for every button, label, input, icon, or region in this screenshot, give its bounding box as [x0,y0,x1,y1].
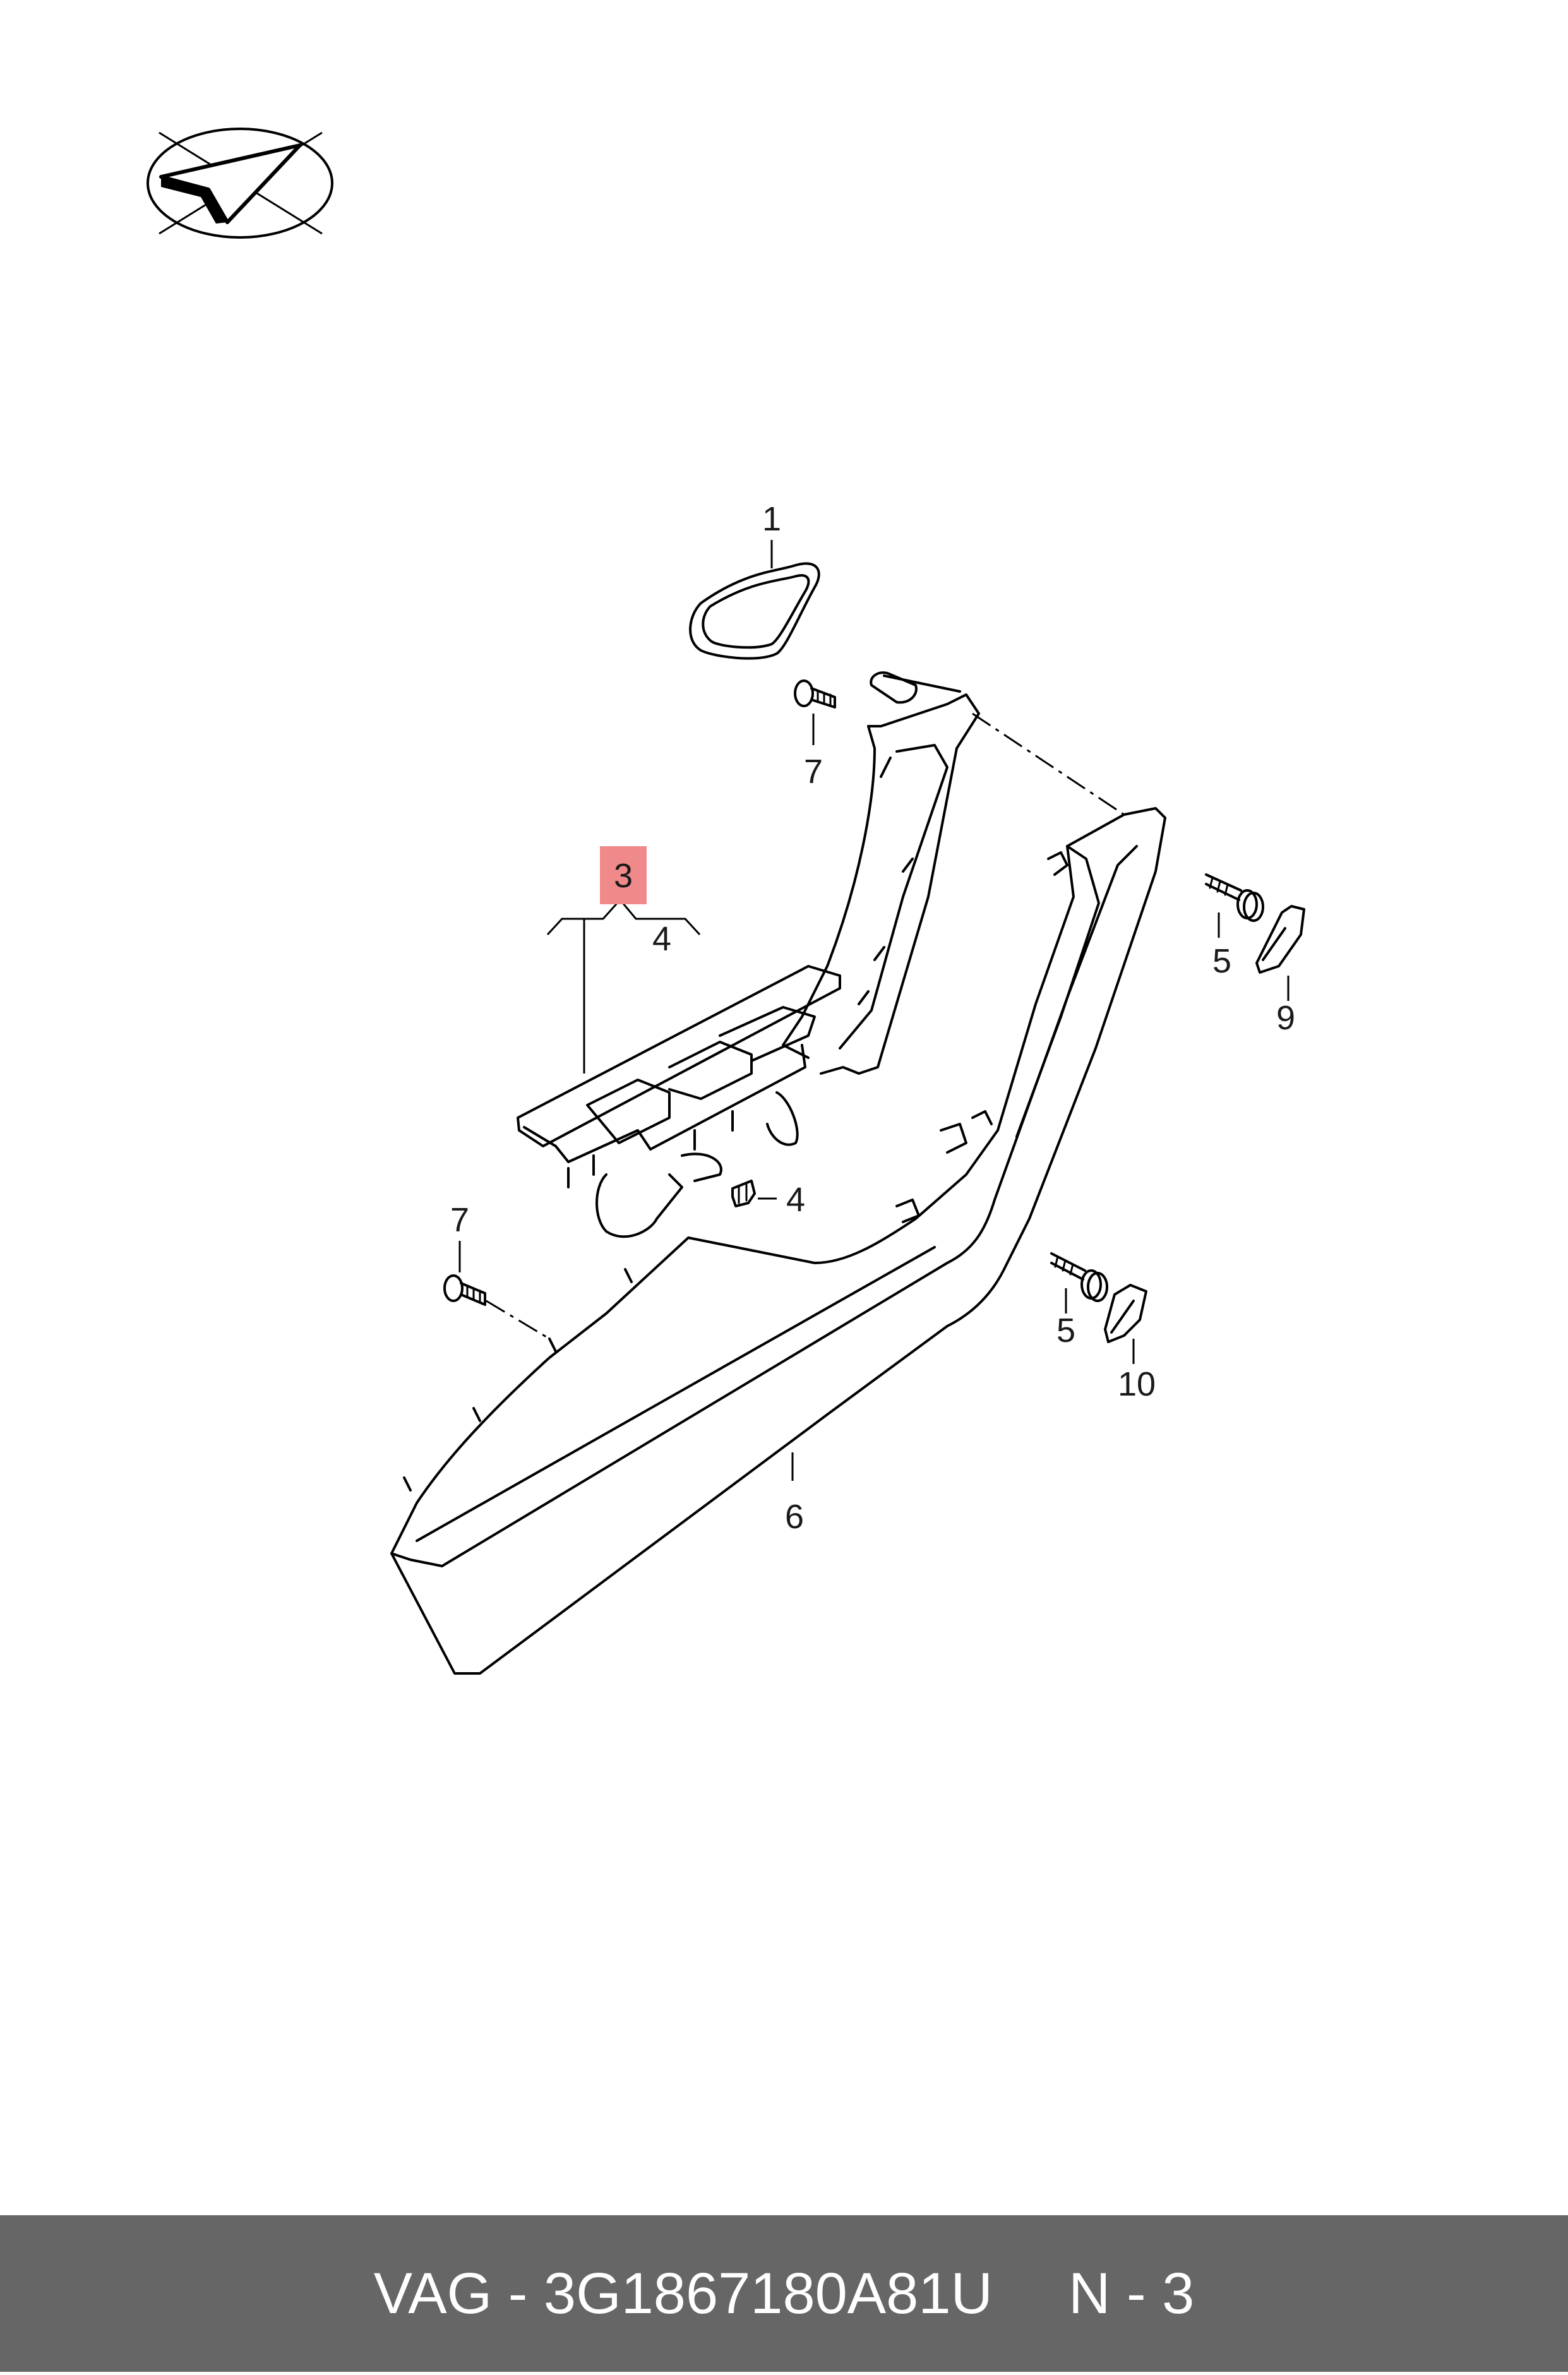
part-5-screw-upper [1205,873,1264,922]
footer-page-label: N - 3 [1068,2261,1195,2326]
callout-9: 9 [1276,999,1295,1037]
callout-7-lower: 7 [450,1201,469,1239]
part-trim-arm [782,671,980,1075]
part-6-console-trim [390,807,1166,1675]
logo-icon [147,128,333,239]
part-1-trim-ring [689,562,820,660]
part-9-end-cap [1255,905,1305,974]
callout-6: 6 [785,1498,804,1536]
part-3-console-insert [517,965,841,1238]
callout-7-upper: 7 [804,753,823,791]
part-5-screw-lower [1050,1252,1108,1302]
footer-bar: VAG - 3G1867180A81U N - 3 [0,2215,1568,2372]
part-4-clip [731,1180,756,1207]
assembly-line-upper [972,712,1125,816]
callout-3: 3 [614,857,633,895]
callout-5-upper: 5 [1212,942,1231,980]
part-7-screw-lower [443,1274,486,1306]
callout-labels: 1 7 3 4 5 9 4 7 5 10 6 [450,500,1295,1536]
leader-lines [458,540,1290,1481]
footer-part-label: VAG - 3G1867180A81U [373,2261,993,2326]
callout-1: 1 [762,500,781,538]
callout-3-highlight [600,846,647,904]
callout-5-lower: 5 [1056,1312,1075,1349]
part-10-small-cap [1104,1284,1147,1343]
callout-4-upper: 4 [652,920,671,958]
callout-10: 10 [1118,1365,1156,1403]
part-7-screw-upper [794,679,836,709]
callout-4-lower: 4 [786,1181,805,1219]
assembly-line-lower [486,1300,550,1340]
